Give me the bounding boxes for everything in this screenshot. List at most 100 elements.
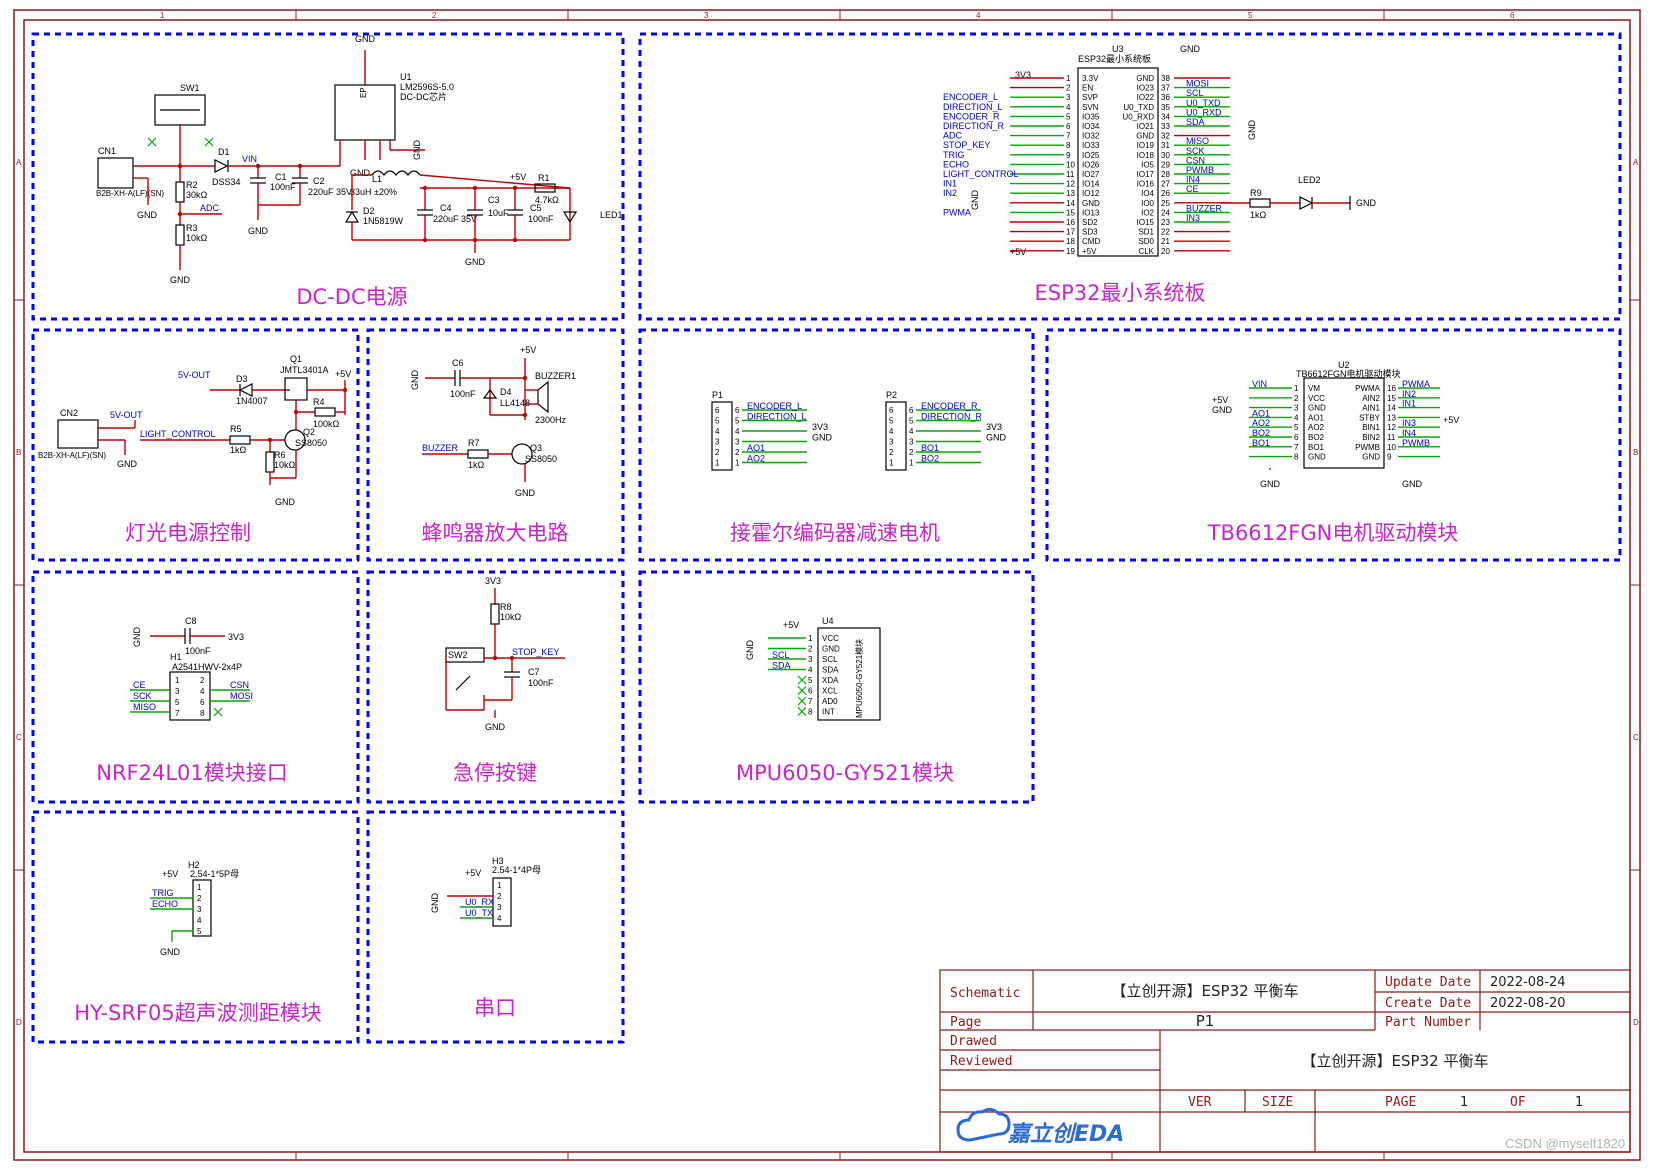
- ruler-side-c-right: C: [1633, 733, 1639, 742]
- u2-left-pin-num: 7: [1294, 443, 1299, 452]
- tb-page-value: P1: [1196, 1012, 1215, 1030]
- section-title-srf05: HY-SRF05超声波测距模块: [74, 1001, 321, 1025]
- u1-ep: EP: [359, 87, 368, 98]
- gnd-label-u1b: GND: [350, 168, 371, 178]
- q3-label: Q3: [530, 443, 542, 453]
- ruler-top-6: 6: [1510, 11, 1515, 20]
- u3-right-pin-num: 31: [1161, 141, 1170, 150]
- cn1-label: CN1: [98, 146, 116, 156]
- ruler-top-1: 1: [160, 11, 165, 20]
- u2-body: [1303, 377, 1385, 469]
- d2-label: D2: [363, 206, 375, 216]
- connector-pin-num-inner: 5: [735, 417, 740, 426]
- gnd-label-c6: GND: [410, 370, 420, 391]
- connector-net: GND: [812, 433, 833, 443]
- u4-pin-num: 6: [808, 687, 813, 696]
- u3-left-pin-name: IO26: [1082, 160, 1100, 169]
- u3-right-pin-num: 35: [1161, 103, 1170, 112]
- u2-left-net: AO2: [1252, 418, 1270, 428]
- c5-value: 100nF: [528, 214, 554, 224]
- tb-reviewed-label: Reviewed: [950, 1054, 1013, 1069]
- tb-drawed-label: Drawed: [950, 1034, 997, 1049]
- u2-right-pin-num: 14: [1387, 404, 1396, 413]
- net-5vout-cn2: 5V-OUT: [110, 410, 143, 420]
- q1-label: Q1: [290, 354, 302, 364]
- u3-right-net: SDA: [1186, 117, 1205, 127]
- watermark: CSDN @myself1820: [1505, 1136, 1625, 1151]
- tb-of-value: 1: [1575, 1095, 1583, 1110]
- u4-pin-name: GND: [822, 645, 840, 654]
- c8-label: C8: [185, 616, 197, 626]
- u3-right-pin-num: 33: [1161, 122, 1170, 131]
- c5-label: C5: [530, 203, 542, 213]
- q3-symbol: [511, 443, 533, 465]
- tb-create-value: 2022-08-20: [1490, 996, 1566, 1011]
- c1-label: C1: [275, 172, 287, 182]
- net-3v3-estop: 3V3: [485, 576, 501, 586]
- u3-left-pin-num: 14: [1066, 199, 1075, 208]
- svg-text:2: 2: [200, 676, 205, 685]
- u2-left-pin-num: 6: [1294, 433, 1299, 442]
- u3-right-pin-name: IO23: [1137, 84, 1155, 93]
- svg-text:3: 3: [197, 905, 202, 914]
- cn2-part: B2B-XH-A(LF)(SN): [38, 451, 106, 460]
- c2-label: C2: [313, 176, 325, 186]
- u2-right-net: IN3: [1402, 418, 1416, 428]
- h3-part: 2.54-1*4P母: [492, 865, 541, 875]
- u3-left-pin-num: 1: [1066, 74, 1071, 83]
- u4-nc-mark: [797, 675, 807, 685]
- u4-pin-name: VCC: [822, 634, 839, 643]
- u3-left-net: DIRECTION_R: [943, 121, 1005, 131]
- u2-label: U2: [1338, 360, 1350, 370]
- u4-pin-num: 2: [808, 645, 813, 654]
- cn2-body: [57, 419, 99, 449]
- u3-left-pin-name: IO27: [1082, 170, 1100, 179]
- net-5v-buzzer: +5V: [520, 345, 536, 355]
- tb6612-pins: VM1VINVCC2GND3AO14AO1AO25AO2BO26BO2BO17B…: [1249, 379, 1440, 462]
- u3-left-pin-name: SVN: [1082, 103, 1099, 112]
- u3-body: [1077, 67, 1159, 257]
- u3-left-net: ECHO: [943, 159, 969, 169]
- d2-part: 1N5819W: [363, 216, 404, 226]
- gnd-label-onoff: GND: [412, 140, 422, 161]
- led1-symbol: [562, 211, 578, 224]
- net-5v-srf05: +5V: [162, 869, 178, 879]
- h2-label: H2: [188, 860, 200, 870]
- u3-right-pin-num: 27: [1161, 180, 1170, 189]
- u3-left-pin-name: IO35: [1082, 112, 1100, 121]
- u2-left-pin-num: 5: [1294, 423, 1299, 432]
- u2-left-pin-name: VM: [1308, 384, 1320, 393]
- net-mosi: MOSI: [230, 691, 253, 701]
- u3-left-pin-num: 8: [1066, 141, 1071, 150]
- connector-net: AO1: [747, 443, 765, 453]
- section-box-encoder: [638, 328, 1035, 562]
- brand-name: 嘉立创EDA: [1007, 1121, 1124, 1147]
- d1-symbol: [214, 159, 229, 173]
- u3-left-net: ENCODER_R: [943, 111, 1000, 121]
- u3-right-pin-name: IO0: [1141, 199, 1154, 208]
- u3-left-net: ENCODER_L: [943, 92, 998, 102]
- u3-left-pin-num: 5: [1066, 112, 1071, 121]
- c3-label: C3: [488, 195, 500, 205]
- q2-label: Q2: [303, 427, 315, 437]
- svg-text:2: 2: [197, 894, 202, 903]
- r4-label: R4: [313, 397, 325, 407]
- u3-right-pin-name: IO15: [1137, 218, 1155, 227]
- section-title-encoder: 接霍尔编码器减速电机: [730, 521, 940, 545]
- q1-body: [284, 377, 308, 401]
- net-sck: SCK: [133, 691, 152, 701]
- u1-part: LM2596S-5.0: [400, 82, 454, 92]
- q2-symbol: [284, 429, 306, 451]
- estop-circuit: 3V3 R8 10kΩ SW2 STOP_KEY C7 100nF GND: [445, 576, 565, 732]
- ruler-side-b: B: [16, 448, 21, 457]
- u3-left-pin-name: +5V: [1082, 247, 1097, 256]
- gnd-label-srf05: GND: [160, 947, 181, 957]
- l1-symbol: [371, 170, 421, 176]
- connector-net: BO2: [921, 454, 939, 464]
- u2-left-pin-name: VCC: [1308, 394, 1325, 403]
- section-title-estop: 急停按键: [453, 761, 537, 785]
- net-csn: CSN: [230, 680, 249, 690]
- r6-value: 10kΩ: [274, 460, 296, 470]
- connector-net: ENCODER_L: [747, 401, 802, 411]
- connector-net: DIRECTION_L: [747, 412, 807, 422]
